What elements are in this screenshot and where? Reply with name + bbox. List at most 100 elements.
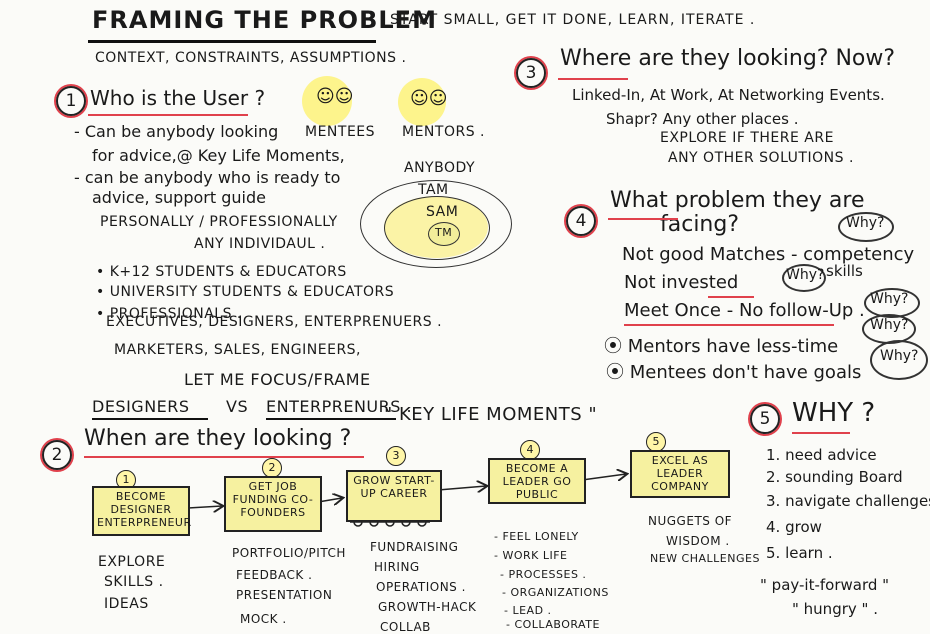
invested-underline: [708, 296, 754, 298]
section-5-number: 5: [750, 404, 780, 434]
followup-underline: [624, 324, 834, 326]
quote-hungry: " hungry " .: [792, 600, 878, 618]
where-line-2: Shapr? Any other places .: [606, 110, 799, 128]
col4-item: - WORK LIFE: [494, 549, 568, 562]
stage-2-box: GET JOB FUNDING CO-FOUNDERS: [224, 476, 322, 532]
page-title: FRAMING THE PROBLEM: [92, 6, 437, 34]
section-4-heading-2: facing?: [660, 212, 740, 237]
why-item-3: 3. navigate challenges: [766, 492, 930, 510]
col2-item: MOCK .: [240, 612, 287, 626]
mentees-label: MENTEES: [305, 124, 376, 140]
col4-item: - FEEL LONELY: [494, 530, 579, 543]
section-2-heading: When are they looking ?: [84, 426, 352, 451]
why-3: Why?: [870, 291, 909, 307]
where-line-4: ANY OTHER SOLUTIONS .: [668, 150, 854, 166]
why-circle-1: [838, 212, 894, 242]
why-5: Why?: [880, 348, 919, 364]
why-item-1: 1. need advice: [766, 446, 877, 464]
stage-3-box: GROW START-UP CAREER: [346, 470, 442, 522]
section-1-underline: [88, 114, 248, 116]
where-line-1: Linked-In, At Work, At Networking Events…: [572, 86, 885, 104]
problem-line-1: Not good Matches - competency: [622, 244, 915, 265]
stage-1-number: 1: [116, 470, 136, 490]
stage-2-number: 2: [262, 458, 282, 478]
why-item-4: 4. grow: [766, 518, 822, 536]
problem-line-4: Meet Once - No follow-Up .: [624, 300, 865, 321]
col2-item: PRESENTATION: [236, 588, 333, 602]
focus-vs: VS: [226, 397, 249, 416]
col5-item: NEW CHALLENGES: [650, 552, 760, 565]
focus-enterprenurs: ENTERPRENURS .: [266, 397, 413, 416]
designers-underline: [92, 418, 208, 420]
people-icon: ☺☺: [410, 88, 448, 109]
title-underline: [88, 40, 376, 43]
tm-ring: [428, 222, 460, 246]
why-circle-2: [782, 264, 826, 292]
user-line-2: for advice,@ Key Life Moments,: [92, 146, 345, 165]
problem-line-5: ⦿ Mentors have less-time: [604, 336, 839, 357]
col4-item: - COLLABORATE: [506, 618, 600, 631]
section-4-number: 4: [566, 206, 596, 236]
prof-line-2: MARKETERS, SALES, ENGINEERS,: [114, 342, 362, 358]
subtitle: CONTEXT, CONSTRAINTS, ASSUMPTIONS .: [95, 50, 407, 66]
col5-item: NUGGETS OF: [648, 514, 733, 528]
col2-item: PORTFOLIO/PITCH: [232, 546, 346, 560]
quote-pay-it-forward: " pay-it-forward ": [760, 576, 890, 594]
section-3-heading: Where are they looking? Now?: [560, 46, 896, 71]
key-life-moments: " KEY LIFE MOMENTS ": [384, 404, 598, 425]
problem-line-6: ⦿ Mentees don't have goals: [606, 362, 862, 383]
user-line-3: - can be anybody who is ready to: [74, 168, 341, 187]
section-1-number: 1: [56, 86, 86, 116]
market-sam: SAM: [426, 204, 459, 220]
section-4-heading: What problem they are: [610, 188, 865, 213]
col5-item: WISDOM .: [666, 534, 730, 548]
stage-1-box: BECOME DESIGNER ENTERPRENEUR: [92, 486, 191, 536]
section-3-underline: [558, 78, 628, 80]
stage-4-number: 4: [520, 440, 540, 460]
market-tam: TAM: [418, 182, 449, 198]
section-3-number: 3: [516, 58, 546, 88]
col3-item: GROWTH-HACK: [378, 600, 477, 614]
col4-item: - LEAD .: [504, 604, 552, 617]
enterprenurs-underline: [266, 418, 396, 420]
people-icon: ☺☺: [316, 86, 354, 107]
col2-item: FEEDBACK .: [236, 568, 313, 582]
why-4: Why?: [870, 317, 909, 333]
user-line-5: PERSONALLY / PROFESSIONALLY: [100, 214, 338, 230]
why-circle-5: [870, 340, 928, 380]
col3-item: FUNDRAISING: [370, 540, 459, 554]
bullet-k12: • K+12 STUDENTS & EDUCATORS: [96, 264, 347, 280]
mentors-icon: [398, 78, 446, 126]
sam-ring: [384, 196, 490, 260]
bullet-university: • UNIVERSITY STUDENTS & EDUCATORS: [96, 284, 395, 300]
why-item-5: 5. learn .: [766, 544, 833, 562]
why-1: Why?: [846, 215, 885, 231]
where-line-3: EXPLORE IF THERE ARE: [660, 130, 834, 146]
mentors-label: MENTORS .: [402, 124, 485, 140]
section-5-underline: [792, 432, 850, 434]
stage-4-box: BECOME A LEADER GO PUBLIC: [488, 458, 586, 504]
section-2-underline: [84, 456, 364, 458]
col3-item: HIRING: [374, 560, 420, 574]
user-line-4: advice, support guide: [92, 188, 266, 207]
mentees-icon: [302, 76, 352, 126]
focus-line: LET ME FOCUS/FRAME: [184, 370, 371, 389]
problem-line-3: Not invested: [624, 272, 739, 293]
user-line-1: - Can be anybody looking: [74, 122, 279, 141]
tam-ring: [360, 180, 512, 268]
problem-line-2: skills: [826, 262, 863, 280]
section-5-heading: WHY ?: [792, 398, 876, 428]
focus-designers: DESIGNERS: [92, 397, 190, 416]
why-item-2: 2. sounding Board: [766, 468, 903, 486]
stage-3-number: 3: [386, 446, 406, 466]
prof-line-1: EXECUTIVES, DESIGNERS, ENTERPRENUERS .: [106, 314, 443, 330]
col1-item: EXPLORE: [98, 554, 166, 570]
col4-item: - PROCESSES .: [500, 568, 587, 581]
user-line-6: ANY INDIVIDAUL .: [194, 236, 326, 252]
section-4-underline: [608, 218, 678, 220]
col1-item: SKILLS .: [104, 574, 164, 590]
col4-item: - ORGANIZATIONS: [502, 586, 609, 599]
col1-item: IDEAS: [104, 596, 149, 612]
why-2: Why?: [786, 267, 825, 283]
market-anybody: ANYBODY: [404, 160, 476, 176]
